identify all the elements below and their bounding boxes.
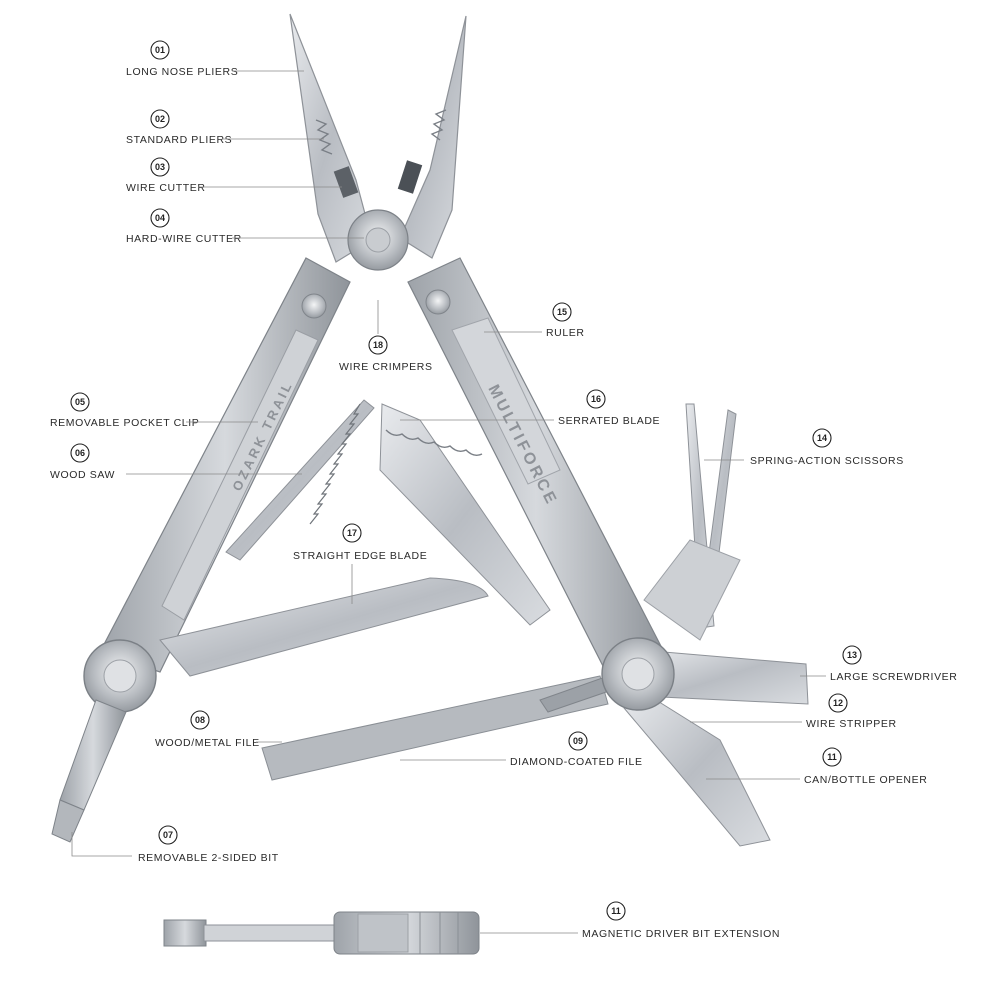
callout-number: 03 [155,162,165,172]
callout-label: LARGE SCREWDRIVER [830,671,957,683]
callout-number: 18 [373,340,383,350]
callout-number: 04 [155,213,165,223]
callout-label: RULER [546,327,585,339]
callout-label: STRAIGHT EDGE BLADE [293,550,427,562]
callout-15: 15 RULER [484,302,585,339]
serrated-blade [379,403,551,626]
callout-number: 07 [163,830,173,840]
driver-bit-extension [163,911,480,955]
callout-number: 16 [591,394,601,404]
callout-label: HARD-WIRE CUTTER [126,233,242,245]
callout-number: 12 [833,698,843,708]
callout-number: 11 [827,752,837,762]
callout-16: 16 SERRATED BLADE [400,389,660,427]
callout-number: 02 [155,114,165,124]
callout-number: 05 [75,397,85,407]
callout-label: WOOD/METAL FILE [155,737,260,749]
callout-number: 14 [817,433,827,443]
leader-line [71,832,132,857]
spring-action-scissors [643,403,741,641]
callout-badge [150,40,170,60]
callout-label: DIAMOND-COATED FILE [510,756,643,768]
callout-13: 13 LARGE SCREWDRIVER [800,645,957,683]
wood-saw [225,399,375,561]
callout-label: WOOD SAW [50,469,115,481]
callout-07: 07 REMOVABLE 2-SIDED BIT [71,825,279,864]
callout-17: 17 STRAIGHT EDGE BLADE [293,523,427,604]
callout-label: WIRE CUTTER [126,182,206,194]
removable-bit [51,699,127,843]
can-bottle-opener [623,689,771,847]
callout-label: SERRATED BLADE [558,415,660,427]
callout-number: 17 [347,528,357,538]
callout-number: 08 [195,715,205,725]
callout-05: 05 REMOVABLE POCKET CLIP [50,392,258,429]
wood-metal-file [261,675,609,781]
callout-number: 13 [847,650,857,660]
callout-label: SPRING-ACTION SCISSORS [750,455,904,467]
callout-14: 14 SPRING-ACTION SCISSORS [704,428,904,467]
callout-label: WIRE CRIMPERS [339,361,433,373]
callout-label: REMOVABLE 2-SIDED BIT [138,852,279,864]
callout-number: 01 [155,45,165,55]
callout-11-extension: 11 MAGNETIC DRIVER BIT EXTENSION [480,901,780,940]
callout-label: WIRE STRIPPER [806,718,897,730]
callout-04: 04 HARD-WIRE CUTTER [126,208,364,245]
callout-03: 03 WIRE CUTTER [126,157,342,194]
callouts: 01 LONG NOSE PLIERS 02 STANDARD PLIERS 0… [50,40,957,940]
callout-06: 06 WOOD SAW [50,443,302,481]
callout-label: STANDARD PLIERS [126,134,232,146]
straight-edge-blade [159,577,489,677]
callout-18: 18 WIRE CRIMPERS [339,300,433,373]
callout-number: 06 [75,448,85,458]
tool-artwork: OZARK TRAIL MULTIFORCE [51,13,809,955]
callout-number: 15 [557,307,567,317]
callout-label: MAGNETIC DRIVER BIT EXTENSION [582,928,780,940]
callout-number: 11 [611,906,621,916]
callout-label: LONG NOSE PLIERS [126,66,238,78]
callout-label: CAN/BOTTLE OPENER [804,774,927,786]
callout-08: 08 WOOD/METAL FILE [155,710,282,749]
callout-label: REMOVABLE POCKET CLIP [50,417,199,429]
callout-number: 09 [573,736,583,746]
callout-09: 09 DIAMOND-COATED FILE [400,731,643,768]
callout-12: 12 WIRE STRIPPER [690,693,897,730]
callout-02: 02 STANDARD PLIERS [126,109,324,146]
callout-11: 11 CAN/BOTTLE OPENER [706,747,927,786]
callout-01: 01 LONG NOSE PLIERS [126,40,304,78]
pliers-jaws [289,13,467,271]
